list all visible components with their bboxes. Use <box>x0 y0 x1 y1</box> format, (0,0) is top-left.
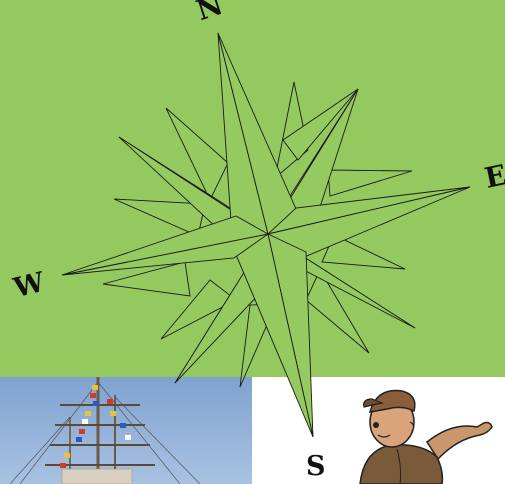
south-label: S <box>306 453 326 480</box>
west-label: W <box>11 269 47 303</box>
minor-point <box>328 170 412 196</box>
